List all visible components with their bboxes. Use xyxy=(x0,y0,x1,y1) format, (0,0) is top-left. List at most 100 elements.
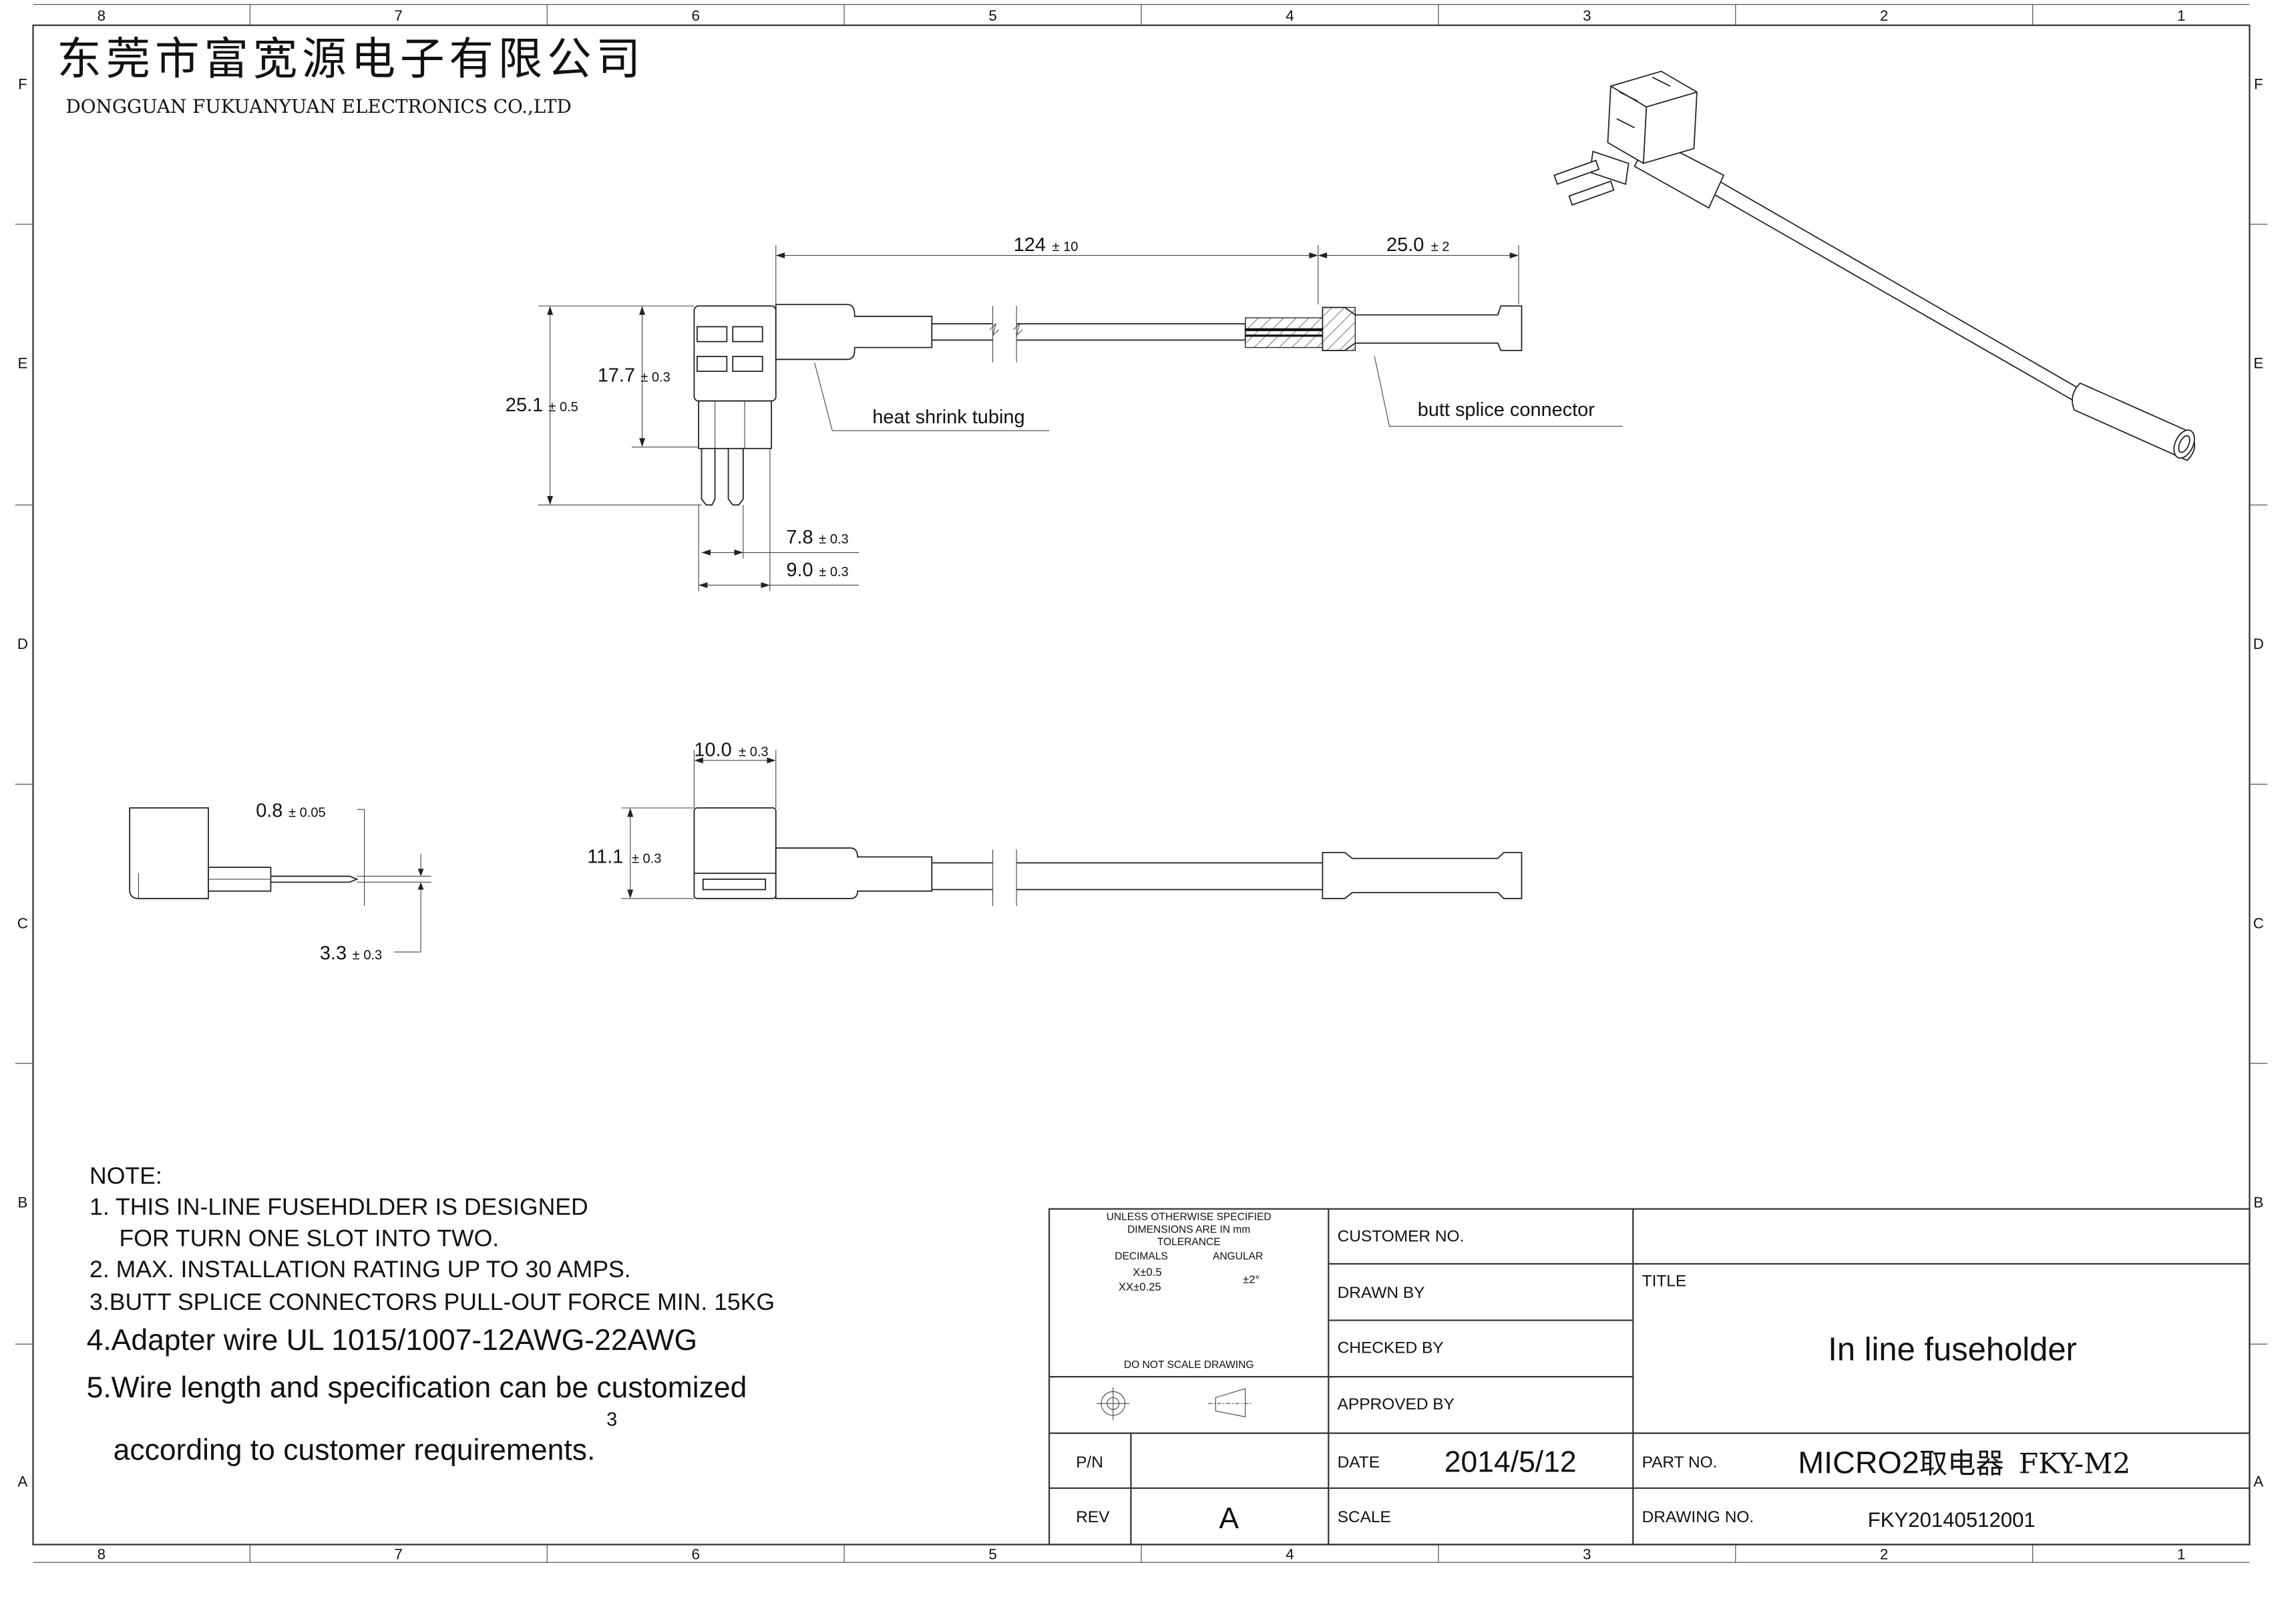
note-line: 5.Wire length and specification can be c… xyxy=(87,1371,747,1404)
dim-wire-length: 124 xyxy=(1014,234,1046,256)
title-block: UNLESS OTHERWISE SPECIFIED DIMENSIONS AR… xyxy=(1048,1208,2251,1546)
grid-col-label: 3 xyxy=(1583,1546,1591,1563)
dim-pin-width-tol: ± 0.3 xyxy=(819,565,848,580)
grid-col-label: 1 xyxy=(2177,7,2185,24)
note-line: FOR TURN ONE SLOT INTO TWO. xyxy=(120,1224,500,1251)
blade-pin xyxy=(727,448,744,506)
grid-row-label: D xyxy=(2253,636,2264,652)
drawn-by-label: DRAWN BY xyxy=(1338,1284,1425,1302)
note-line: according to customer requirements. xyxy=(114,1434,596,1467)
grid-row-labels-left: F E D C B A xyxy=(17,75,28,1490)
company-name-cn: 东莞市富宽源电子有限公司 xyxy=(57,33,645,85)
grid-row-label: F xyxy=(18,75,27,92)
dim-block-depth-tol: ± 0.3 xyxy=(632,851,661,866)
drawing-no-value: FKY20140512001 xyxy=(1868,1508,2036,1532)
grid-col-label: 8 xyxy=(98,1546,106,1563)
customer-no-label: CUSTOMER NO. xyxy=(1338,1228,1465,1246)
dim-splice-length-tol: ± 2 xyxy=(1431,240,1450,254)
wire xyxy=(931,323,1246,341)
grid-col-label: 2 xyxy=(1880,1546,1888,1563)
company-name-en: DONGGUAN FUKUANYUAN ELECTRONICS CO.,LTD xyxy=(65,95,571,118)
tolerance-line: DIMENSIONS ARE IN mm xyxy=(1127,1224,1250,1235)
dim-block-depth: 11.1 xyxy=(587,846,623,867)
notes: NOTE: 1. THIS IN-LINE FUSEHDLDER IS DESI… xyxy=(87,1162,775,1467)
no-scale-note: DO NOT SCALE DRAWING xyxy=(1124,1359,1254,1371)
scale-label: SCALE xyxy=(1338,1508,1391,1526)
heat-shrink-tubing xyxy=(775,304,933,361)
grid-col-label: 7 xyxy=(395,7,403,24)
grid-col-label: 2 xyxy=(1880,7,1888,24)
end-view: 0.8 ± 0.05 3.3 ± 0.3 xyxy=(129,800,431,964)
iso-pin xyxy=(1553,160,1600,185)
isometric-view xyxy=(1553,70,2196,461)
dim-splice-length: 25.0 xyxy=(1386,234,1424,256)
grid-row-label: A xyxy=(2253,1473,2263,1490)
iso-wire xyxy=(1700,174,2082,402)
iso-fuse-block xyxy=(1607,70,1698,164)
tolerance-line: UNLESS OTHERWISE SPECIFIED xyxy=(1107,1211,1272,1222)
grid-col-label: 5 xyxy=(988,7,996,24)
grid-row-label: A xyxy=(18,1473,28,1490)
dim-pin-thickness-tol: ± 0.05 xyxy=(289,805,326,820)
grid-col-label: 6 xyxy=(691,7,699,24)
date-value: 2014/5/12 xyxy=(1445,1445,1577,1478)
grid-row-label: E xyxy=(18,355,28,372)
dim-pin-thickness: 0.8 xyxy=(256,800,282,821)
side-view: 10.0 ± 0.3 11.1 ± 0.3 xyxy=(587,739,1523,906)
pn-label: P/N xyxy=(1076,1453,1103,1471)
dim-block-width-tol: ± 0.3 xyxy=(739,744,768,759)
note-line: 1. THIS IN-LINE FUSEHDLDER IS DESIGNED xyxy=(89,1194,588,1220)
tolerance-line: TOLERANCE xyxy=(1157,1236,1221,1248)
callout-heat-shrink: heat shrink tubing xyxy=(814,362,1050,431)
note-line: 4.Adapter wire UL 1015/1007-12AWG-22AWG xyxy=(87,1324,698,1357)
stray-mark: 3 xyxy=(606,1409,617,1431)
dim-total-height: 25.1 xyxy=(506,395,543,416)
angular-label: ANGULAR xyxy=(1213,1250,1263,1262)
crimped-section xyxy=(1245,317,1324,349)
drawing-no-label: DRAWING NO. xyxy=(1642,1508,1754,1526)
part-no-cn: 取电器 xyxy=(1919,1447,2004,1480)
part-no-model: MICRO2 xyxy=(1798,1445,1919,1480)
heat-shrink-side xyxy=(775,847,933,899)
grid-column-labels-top: 8 7 6 5 4 3 2 1 xyxy=(98,7,2186,24)
wire-side xyxy=(931,862,1324,891)
title-label: TITLE xyxy=(1642,1272,1687,1290)
note-line: 2. MAX. INSTALLATION RATING UP TO 30 AMP… xyxy=(89,1256,631,1283)
grid-col-label: 7 xyxy=(395,1546,403,1563)
grid-col-label: 6 xyxy=(691,1546,699,1563)
part-no-label: PART NO. xyxy=(1642,1453,1718,1471)
callout-butt-splice: butt splice connector xyxy=(1374,356,1623,427)
fuse-block-end xyxy=(129,807,209,899)
title-value: In line fuseholder xyxy=(1828,1332,2077,1368)
rev-label: REV xyxy=(1076,1508,1110,1526)
decimals-label: DECIMALS xyxy=(1115,1250,1168,1262)
iso-pin xyxy=(1568,180,1615,206)
grid-col-label: 4 xyxy=(1286,1546,1294,1563)
fuse-block xyxy=(693,305,777,402)
front-view-dimensions: 124 ± 10 25.0 ± 2 17.7 ± 0.3 25.1 ± 0.5 … xyxy=(506,234,1519,592)
grid-row-label: B xyxy=(2253,1194,2263,1211)
xx-tolerance: XX±0.25 xyxy=(1119,1281,1161,1293)
date-label: DATE xyxy=(1338,1453,1380,1471)
grid-row-label: C xyxy=(2253,915,2264,931)
dim-side-offset-tol: ± 0.3 xyxy=(353,948,382,963)
grid-col-label: 1 xyxy=(2177,1546,2185,1563)
grid-col-label: 5 xyxy=(988,1546,996,1563)
butt-splice-side xyxy=(1322,851,1523,899)
blade-pin xyxy=(701,448,716,506)
checked-by-label: CHECKED BY xyxy=(1338,1339,1444,1357)
grid-col-label: 3 xyxy=(1583,7,1591,24)
grid-row-labels-right: F E D C B A xyxy=(2253,75,2264,1490)
angular-tolerance: ±2° xyxy=(1243,1273,1260,1286)
dim-block-height: 17.7 xyxy=(598,365,635,387)
dim-pin-width: 9.0 xyxy=(786,559,813,581)
notes-heading: NOTE: xyxy=(89,1162,162,1189)
x-tolerance: X±0.5 xyxy=(1133,1266,1161,1279)
projection-symbol-icon xyxy=(1097,1387,1252,1420)
dim-wire-length-tol: ± 10 xyxy=(1053,240,1079,254)
grid-col-label: 4 xyxy=(1286,7,1294,24)
note-line: 3.BUTT SPLICE CONNECTORS PULL-OUT FORCE … xyxy=(89,1289,775,1315)
callout-heat-shrink-label: heat shrink tubing xyxy=(872,407,1024,428)
